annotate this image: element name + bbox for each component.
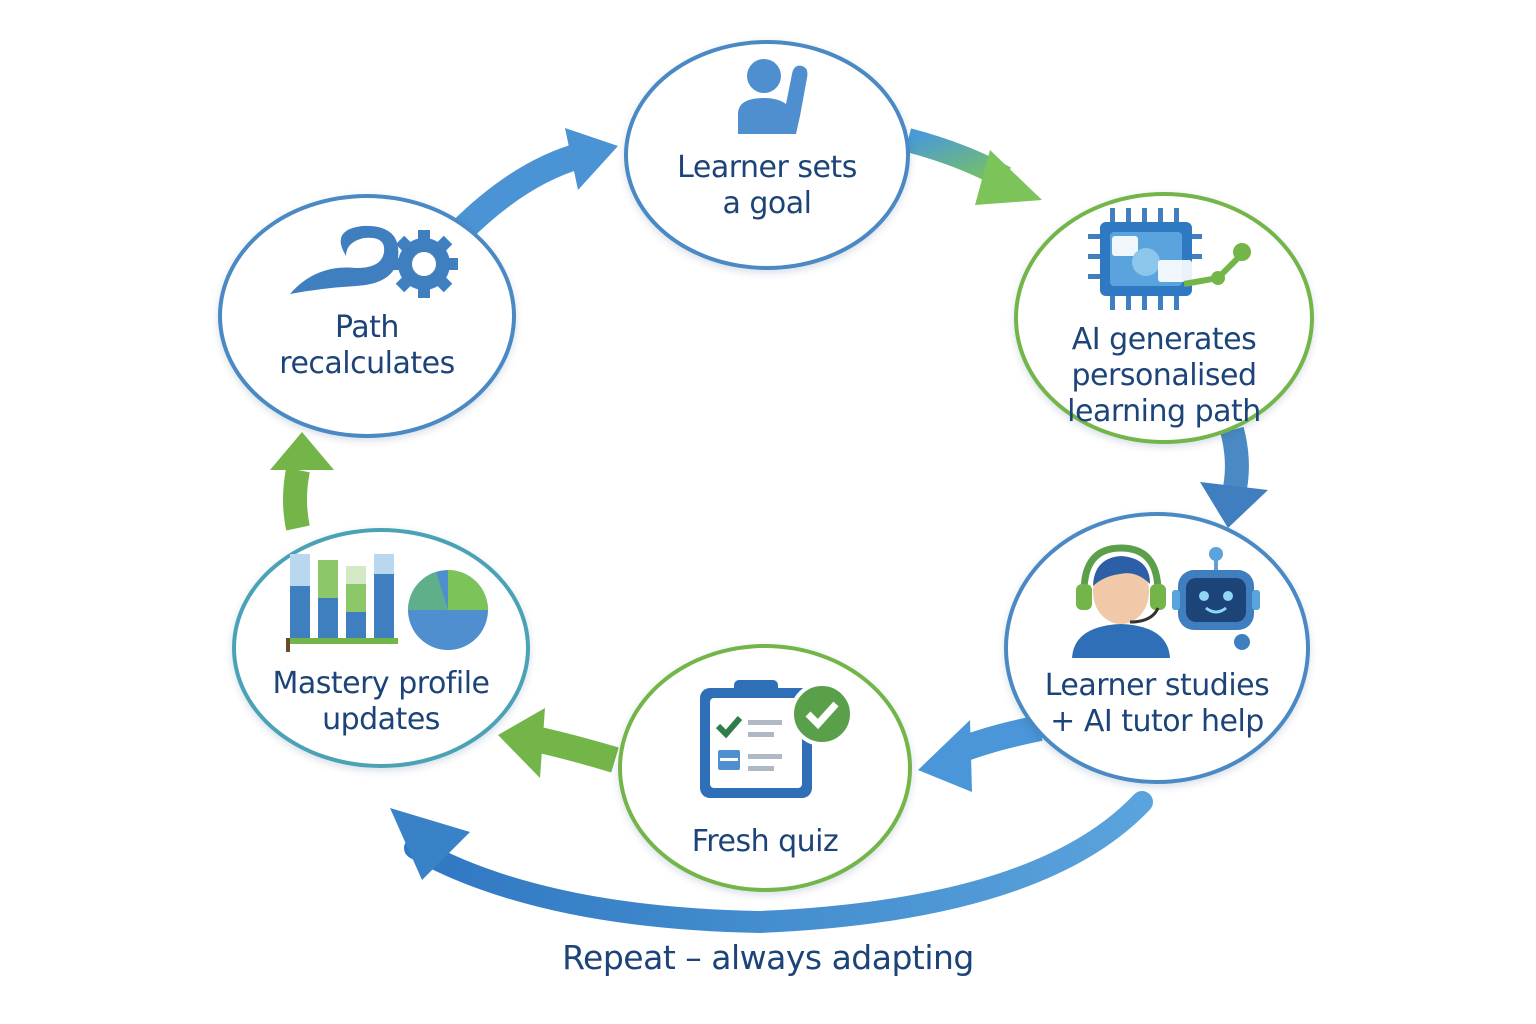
- node-learner-studies: Learner studies + AI tutor help: [1004, 512, 1310, 784]
- learner-headset-icon: [1072, 544, 1170, 658]
- node-generate-line1: AI generates: [1071, 322, 1257, 357]
- ai-tutor-robot-icon: [1172, 547, 1260, 650]
- arrow-recalc-to-goal: [450, 142, 586, 242]
- node-fresh-quiz: Fresh quiz: [618, 644, 912, 892]
- node-ai-generates-path: AI generates personalised learning path: [1014, 192, 1314, 444]
- node-goal-line2: a goal: [722, 186, 812, 221]
- quiz-clipboard-icon: [700, 680, 854, 798]
- node-quiz-line1: Fresh quiz: [691, 824, 839, 859]
- node-generate-line2: personalised: [1071, 358, 1257, 393]
- node-study-line1: Learner studies: [1044, 668, 1270, 703]
- arrow-repeat: [404, 791, 1153, 934]
- node-generate-line3: learning path: [1067, 394, 1261, 429]
- node-study-line2: + AI tutor help: [1050, 704, 1264, 739]
- node-goal-line1: Learner sets: [677, 150, 857, 185]
- node-learner-sets-goal: Learner sets a goal: [624, 40, 910, 270]
- node-mastery-line2: updates: [322, 702, 440, 737]
- arrow-mastery-to-recalc: [283, 467, 310, 531]
- repeat-label: Repeat – always adapting: [562, 938, 974, 977]
- arrow-repeat-head: [390, 808, 470, 880]
- arrow-goal-to-generate-head: [975, 150, 1042, 205]
- node-mastery-profile: Mastery profile updates: [232, 528, 530, 768]
- arrow-recalc-to-goal-head: [565, 128, 618, 190]
- raised-hand-person-icon: [738, 59, 808, 134]
- node-mastery-line1: Mastery profile: [272, 666, 490, 701]
- arrow-quiz-to-mastery-head: [498, 708, 545, 778]
- arrow-generate-to-study: [1220, 426, 1249, 491]
- path-gear-icon: [290, 225, 458, 298]
- node-recalc-line2: recalculates: [279, 346, 455, 381]
- arrow-quiz-to-mastery: [537, 727, 619, 773]
- ai-chip-icon: [1088, 208, 1251, 310]
- arrow-mastery-to-recalc-head: [270, 432, 334, 470]
- mastery-charts-icon: [286, 554, 488, 652]
- arrow-study-to-quiz-head: [918, 720, 972, 792]
- node-path-recalculates: Path recalculates: [218, 194, 516, 438]
- arrow-generate-to-study-head: [1200, 482, 1268, 528]
- node-recalc-line1: Path: [335, 310, 399, 345]
